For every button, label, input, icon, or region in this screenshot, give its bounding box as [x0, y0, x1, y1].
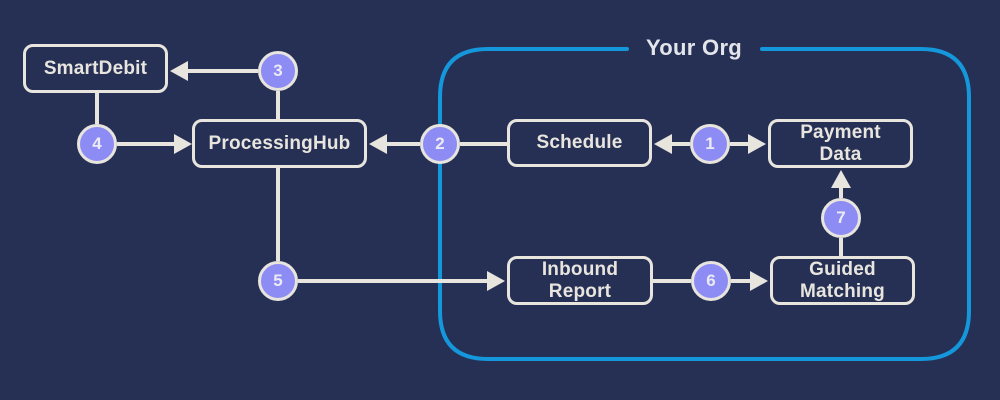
org-title: Your Org: [645, 35, 743, 60]
node-guided-matching: Guided Matching: [770, 256, 915, 305]
arrowheads: [170, 61, 851, 291]
arrowhead-right-processinghub: [174, 134, 192, 154]
arrowhead-right-paymentdata: [748, 134, 766, 154]
node-payment-data: Payment Data: [768, 119, 913, 168]
step-badge-3: 3: [258, 51, 298, 91]
step-badge-5: 5: [258, 261, 298, 301]
connector-lines: [95, 69, 843, 283]
step-badge-4: 4: [77, 124, 117, 164]
step-badge-7: 7: [821, 198, 861, 238]
arrowhead-left-processinghub: [369, 134, 387, 154]
arrowhead-left-smartdebit: [170, 61, 188, 81]
node-smartdebit: SmartDebit: [23, 44, 168, 93]
node-processinghub: ProcessingHub: [192, 119, 367, 168]
org-boundary: [438, 47, 971, 361]
arrowhead-right-guidedmatching: [750, 271, 768, 291]
node-schedule: Schedule: [507, 119, 652, 167]
arrowhead-up-paymentdata: [831, 170, 851, 188]
step-badge-1: 1: [690, 124, 730, 164]
arrowhead-left-schedule: [654, 134, 672, 154]
arrowhead-right-inboundreport: [487, 271, 505, 291]
step-badge-6: 6: [691, 261, 731, 301]
node-inbound-report: Inbound Report: [507, 256, 653, 305]
step-badge-2: 2: [420, 124, 460, 164]
